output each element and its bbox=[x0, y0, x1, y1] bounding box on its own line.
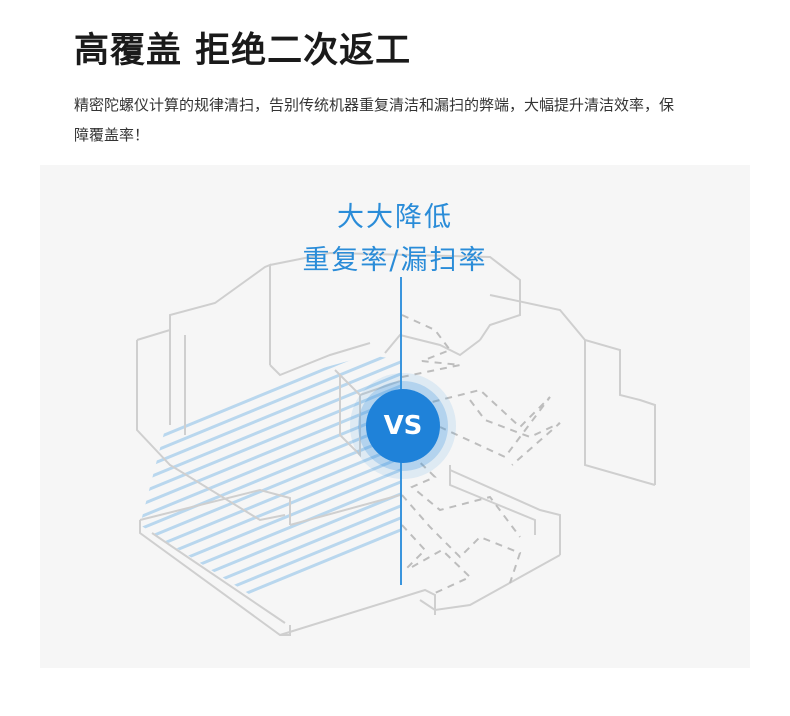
page-description: 精密陀螺仪计算的规律清扫，告别传统机器重复清洁和漏扫的弊端，大幅提升清洁效率，保… bbox=[74, 96, 675, 144]
caption-line-2: 重复率/漏扫率 bbox=[302, 245, 488, 276]
floorplan-illustration: 大大降低 重复率/漏扫率 VS bbox=[40, 165, 750, 668]
room-walls bbox=[136, 251, 656, 636]
vs-badge: VS bbox=[366, 389, 440, 463]
page-title: 高覆盖 拒绝二次返工 bbox=[74, 31, 412, 71]
floorplan-drawing bbox=[136, 251, 656, 636]
random-path-dashes bbox=[401, 314, 561, 594]
caption-line-1: 大大降低 bbox=[337, 202, 453, 233]
